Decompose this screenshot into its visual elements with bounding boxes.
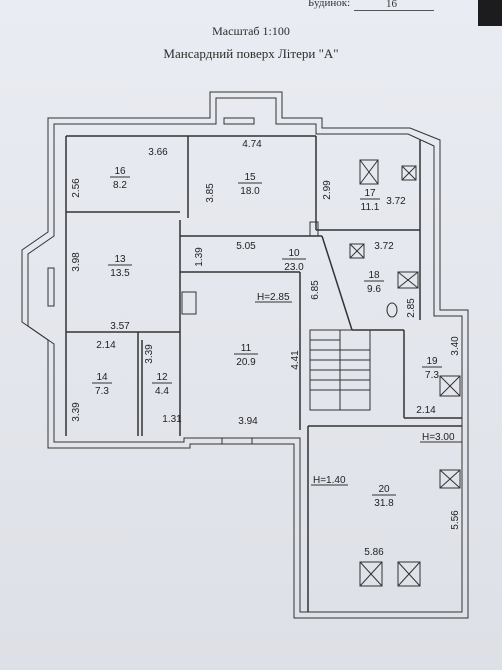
building-header: Будинок: 16	[278, 0, 488, 14]
room-20-area: 31.8	[374, 498, 394, 509]
room-17-area: 11.1	[361, 202, 380, 213]
room-12-area: 4.4	[155, 386, 169, 397]
dim-3-85: 3.85	[205, 183, 216, 203]
window-13	[47, 267, 55, 307]
room-13-number: 13	[114, 254, 126, 265]
room-labels: 16 8.2 15 18.0 17 11.1 13 13.5 10 23.0 1…	[92, 166, 442, 509]
dim-4-41: 4.41	[290, 350, 301, 370]
dim-5-56: 5.56	[450, 510, 461, 530]
room-16-area: 8.2	[113, 180, 127, 191]
window-11	[221, 437, 253, 445]
dim-3-98: 3.98	[71, 252, 82, 272]
room-19-area: 7.3	[425, 370, 439, 381]
dim-3-57: 3.57	[110, 321, 130, 332]
toilet-18	[386, 302, 398, 318]
staircase	[309, 329, 371, 411]
height-3-00: H=3.00	[422, 432, 455, 443]
vent-17	[401, 165, 417, 181]
dim-3-40: 3.40	[450, 336, 461, 356]
skylight-18	[397, 271, 419, 289]
skylight-20c	[397, 561, 421, 587]
skylight-17	[359, 159, 379, 185]
window-15	[223, 117, 255, 125]
height-1-40: H=1.40	[313, 475, 346, 486]
dim-3-72-mid: 3.72	[374, 241, 394, 252]
room-20-number: 20	[378, 484, 390, 495]
room-10-area: 23.0	[284, 262, 304, 273]
dimension-labels: 3.66 4.74 2.56 3.85 2.99 3.72 3.98 5.05 …	[71, 139, 461, 558]
room-14-number: 14	[96, 372, 108, 383]
skylight-19	[439, 375, 461, 397]
room-16-number: 16	[114, 166, 126, 177]
dim-3-94: 3.94	[238, 416, 258, 427]
height-2-85: H=2.85	[257, 292, 290, 303]
dim-4-74: 4.74	[242, 139, 262, 150]
floor-title: Мансардний поверх Літери "А"	[163, 46, 339, 61]
room-15-number: 15	[244, 172, 256, 183]
skylight-20b	[359, 561, 383, 587]
building-number: 16	[386, 0, 397, 10]
room-15-area: 18.0	[240, 186, 260, 197]
dim-3-39-a: 3.39	[144, 344, 155, 364]
room-11-area: 20.9	[236, 357, 256, 368]
photo-background-corner	[478, 0, 502, 26]
scale-title: Масштаб 1:100	[212, 24, 290, 38]
dim-2-56: 2.56	[71, 178, 82, 198]
dim-2-99: 2.99	[322, 180, 333, 200]
building-underline	[354, 10, 434, 11]
chimney	[181, 291, 197, 315]
dim-6-85: 6.85	[310, 280, 321, 300]
dim-3-39-b: 3.39	[71, 402, 82, 422]
room-19-number: 19	[426, 356, 438, 367]
building-label: Будинок:	[308, 0, 351, 9]
room-18-number: 18	[368, 270, 380, 281]
room-12-number: 12	[156, 372, 168, 383]
room-14-area: 7.3	[95, 386, 109, 397]
room-11-number: 11	[241, 343, 252, 354]
dim-5-05: 5.05	[236, 241, 256, 252]
dim-2-14-right: 2.14	[416, 405, 436, 416]
room-10-number: 10	[288, 248, 300, 259]
dim-2-85: 2.85	[406, 298, 417, 318]
dim-5-86: 5.86	[364, 547, 384, 558]
dim-1-31: 1.31	[162, 414, 182, 425]
room-18-area: 9.6	[367, 284, 381, 295]
skylight-20a	[439, 469, 461, 489]
outer-wall	[21, 91, 469, 619]
dim-3-66: 3.66	[148, 147, 168, 158]
dim-3-72-top: 3.72	[386, 196, 406, 207]
dim-2-14-left: 2.14	[96, 340, 116, 351]
toilet-bath	[309, 221, 319, 237]
room-17-number: 17	[364, 188, 376, 199]
room-13-area: 13.5	[110, 268, 130, 279]
dim-1-39: 1.39	[194, 247, 205, 267]
height-labels: H=2.85 H=3.00 H=1.40	[255, 292, 462, 486]
vent-18	[349, 243, 365, 259]
